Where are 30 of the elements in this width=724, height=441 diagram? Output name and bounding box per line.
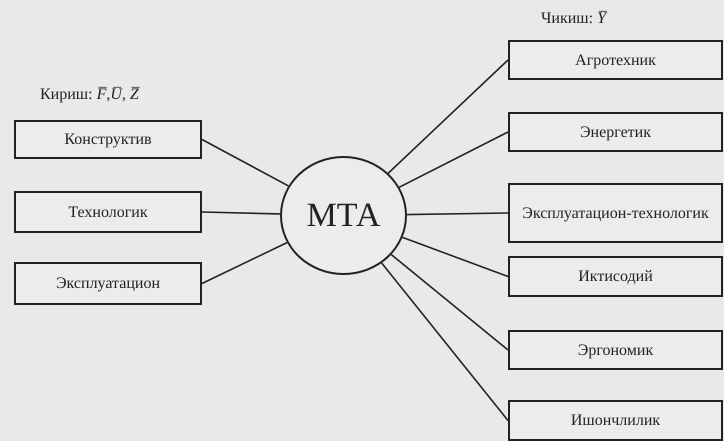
connector-line bbox=[202, 211, 280, 215]
node-text: Эксплуатацион bbox=[56, 274, 160, 293]
connector-line bbox=[202, 242, 288, 284]
process-box bbox=[14, 191, 202, 233]
node-text: Эксплуатацион-технологик bbox=[522, 204, 709, 222]
connector-line bbox=[406, 212, 508, 216]
node-text: Конструктив bbox=[64, 130, 152, 149]
node-text: Энергетик bbox=[580, 122, 651, 142]
node-text: Ишончлилик bbox=[570, 411, 660, 430]
node-text: МТА bbox=[306, 206, 380, 225]
connector-line bbox=[390, 254, 508, 351]
node-text: Эргономик bbox=[578, 340, 654, 360]
connector-line bbox=[402, 236, 508, 278]
connector-line bbox=[398, 131, 508, 188]
process-box bbox=[14, 120, 202, 159]
io-label: Чикиш: Y̅ bbox=[541, 10, 606, 28]
node-text: Иктисодий bbox=[578, 267, 653, 286]
process-box bbox=[508, 183, 723, 243]
process-box bbox=[508, 112, 723, 152]
connector-line bbox=[202, 138, 289, 187]
process-box bbox=[508, 400, 723, 441]
process-box bbox=[508, 40, 723, 80]
connector-line bbox=[388, 59, 509, 174]
process-box bbox=[14, 262, 202, 305]
process-box bbox=[508, 330, 723, 370]
node-text: Агротехник bbox=[575, 50, 656, 70]
connector-line bbox=[381, 262, 509, 421]
process-box bbox=[508, 256, 723, 297]
io-label: Кириш: F̅,U̅, Z̅ bbox=[40, 86, 139, 104]
node-text: Технологик bbox=[68, 202, 148, 222]
